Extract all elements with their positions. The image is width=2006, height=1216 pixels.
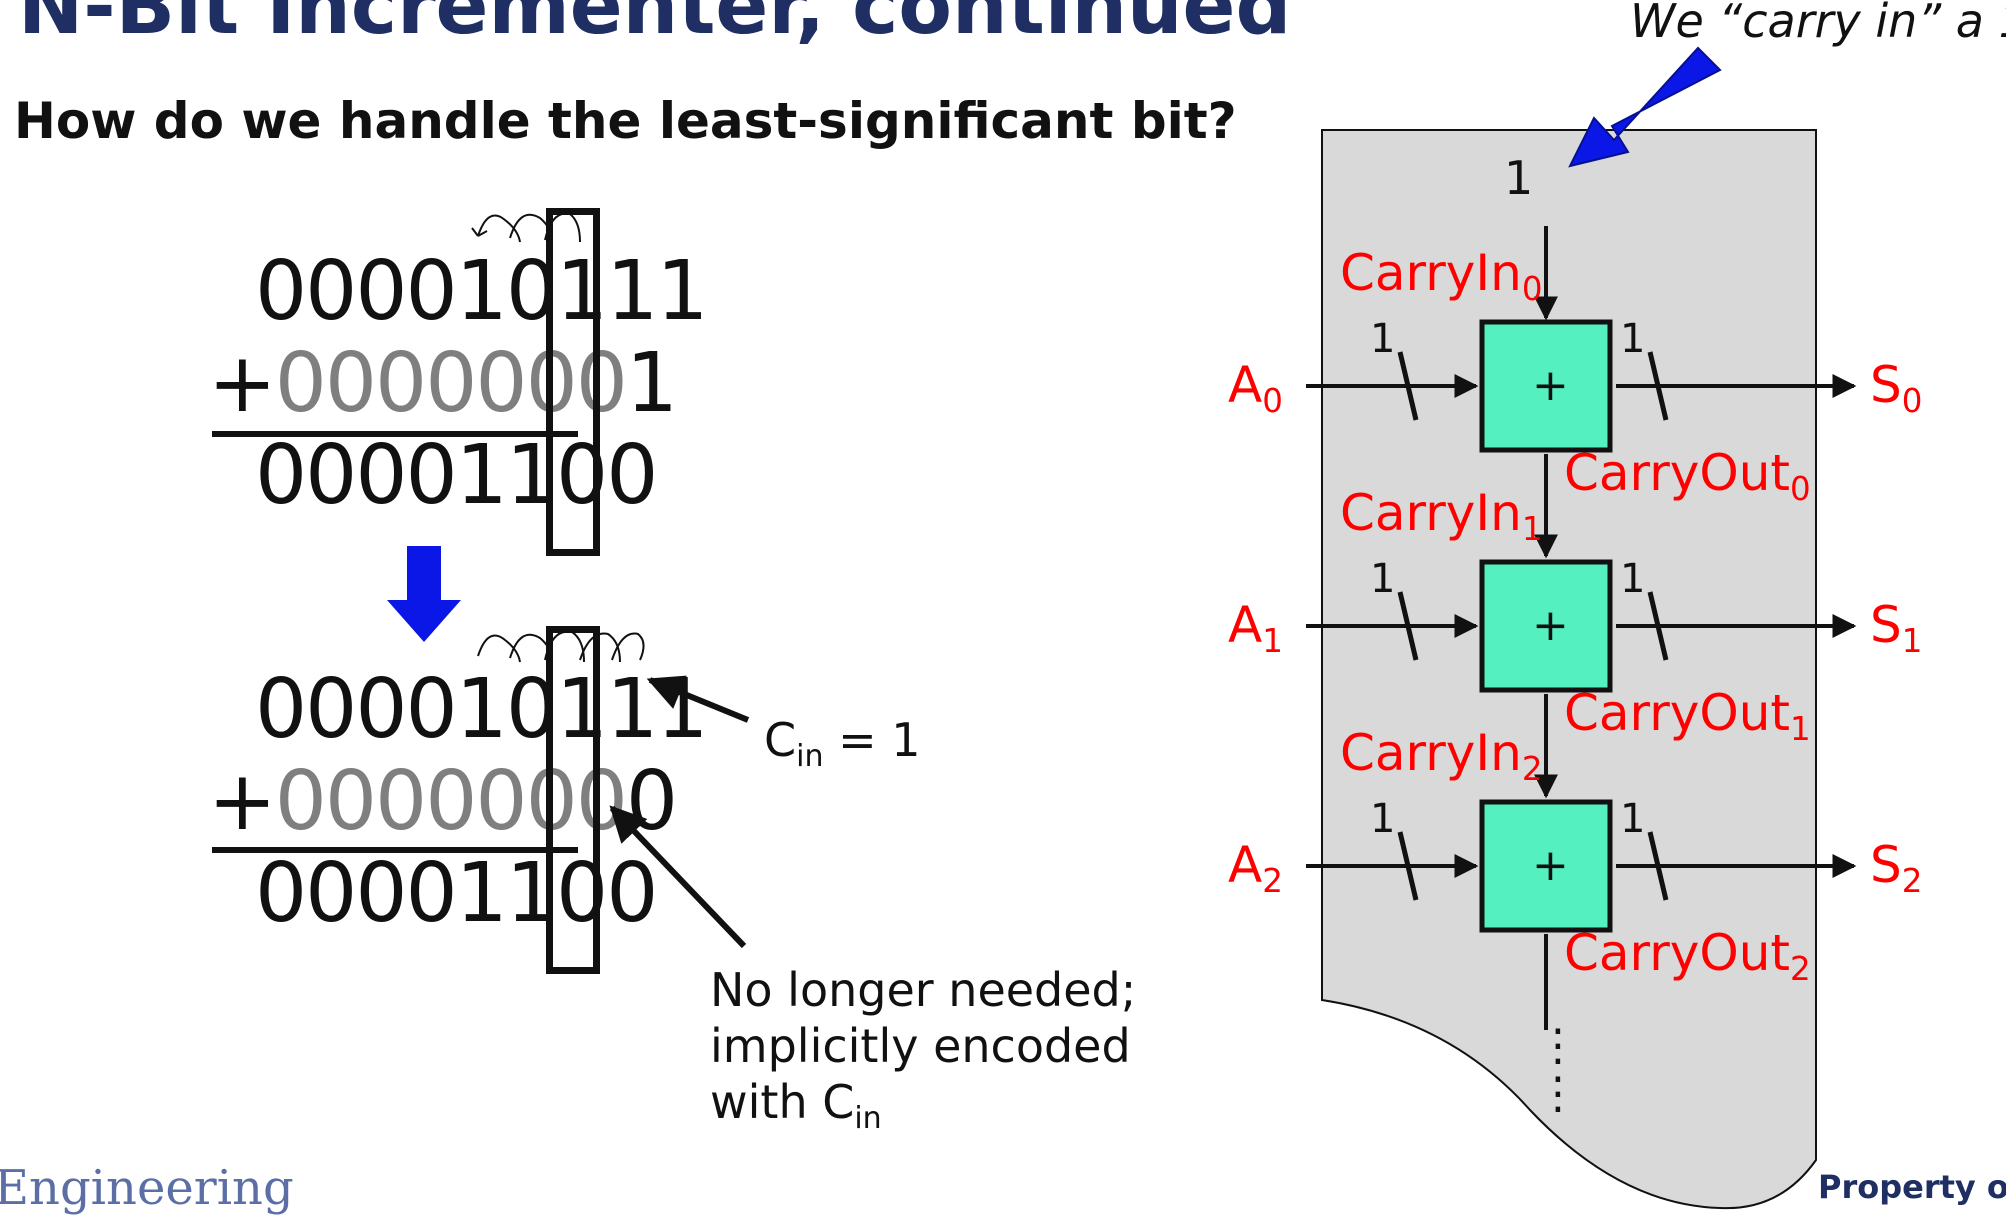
down-arrow-icon	[387, 546, 461, 642]
carryout-label-2: CarryOut2	[1564, 924, 1811, 988]
carryout-label-1: CarryOut1	[1564, 684, 1811, 748]
carry-arrow-icon	[477, 630, 645, 663]
note-line3-prefix: with C	[710, 1075, 855, 1129]
adder-1	[1479, 559, 1613, 693]
top-row2-last: 1	[625, 336, 678, 431]
carryin-label-2: CarryIn2	[1340, 724, 1543, 788]
bus-width-out-1: 1	[1620, 556, 1645, 602]
top-row1: 000010111	[255, 244, 709, 339]
engineering-logo: Engineering	[0, 1160, 294, 1216]
carryout-label-0: CarryOut0	[1564, 444, 1811, 508]
bus-slash-in-2	[1397, 831, 1419, 901]
top-row2: +00000001	[208, 336, 678, 431]
cin-rest: = 1	[823, 713, 921, 767]
adder-plus-1: +	[1532, 600, 1569, 651]
bottom-result: 00001100	[255, 846, 658, 941]
top-row2-plus: +	[208, 336, 277, 431]
bus-slash-in-0	[1397, 351, 1419, 421]
adder-0	[1479, 319, 1613, 453]
bottom-row2-gray: 0000000	[274, 754, 628, 849]
adder-2	[1479, 799, 1613, 933]
slide-title: N-Bit Incrementer, continued	[18, 0, 1292, 52]
bottom-lsb-box	[546, 626, 600, 974]
input-label-2: A2	[1228, 836, 1283, 900]
bus-slash-in-1	[1397, 591, 1419, 661]
top-row2-gray: 0000000	[274, 336, 628, 431]
pointer-arrow-icon	[609, 805, 747, 949]
bus-width-out-0: 1	[1620, 316, 1645, 362]
input-label-1: A1	[1228, 596, 1283, 660]
input-label-0: A0	[1228, 356, 1283, 420]
note-line2: implicitly encoded	[710, 1019, 1131, 1073]
bus-width-in-2: 1	[1370, 796, 1395, 842]
adder-plus-0: +	[1532, 360, 1569, 411]
cin-label: Cin = 1	[764, 712, 921, 785]
question-heading: How do we handle the least-significant b…	[14, 92, 1237, 150]
cin-sub: in	[796, 739, 824, 775]
footer-text: Property of Pe	[1818, 1168, 2006, 1206]
carryin-label-0: CarryIn0	[1340, 244, 1543, 308]
carry-in-arrow-icon	[1568, 46, 1722, 168]
bottom-row2: +00000000	[208, 754, 678, 849]
ellipsis: ⋮	[1536, 1068, 1580, 1119]
note-line3-sub: in	[854, 1101, 882, 1137]
output-label-1: S1	[1870, 596, 1922, 660]
output-label-2: S2	[1870, 836, 1922, 900]
bus-slash-out-0	[1647, 351, 1669, 421]
bus-width-in-0: 1	[1370, 316, 1395, 362]
bottom-row1: 000010111	[255, 662, 709, 757]
carry-arrow-icon	[471, 212, 581, 243]
bus-width-out-2: 1	[1620, 796, 1645, 842]
ellipsis: ⋮	[1536, 1020, 1580, 1071]
output-label-0: S0	[1870, 356, 1922, 420]
carry-in-note: We “carry in” a 1	[1630, 0, 2006, 48]
carry-in-value: 1	[1504, 151, 1533, 205]
note-line1: No longer needed;	[710, 963, 1137, 1017]
bus-slash-out-2	[1647, 831, 1669, 901]
top-row1-last: 1	[656, 244, 708, 339]
no-longer-needed-note: No longer needed; implicitly encoded wit…	[710, 962, 1136, 1147]
bottom-row2-plus: +	[208, 754, 277, 849]
bus-width-in-1: 1	[1370, 556, 1395, 602]
carryin-label-1: CarryIn1	[1340, 484, 1543, 548]
adder-plus-2: +	[1532, 840, 1569, 891]
top-lsb-box	[546, 208, 600, 556]
bottom-row1-digits: 00001011	[255, 662, 658, 757]
bus-slash-out-1	[1647, 591, 1669, 661]
top-row1-digits: 00001011	[255, 244, 658, 339]
top-result: 00001100	[255, 428, 658, 523]
note-line3: with Cin	[710, 1074, 1136, 1147]
cin-c: C	[764, 713, 797, 767]
pointer-arrow-icon	[646, 675, 750, 723]
